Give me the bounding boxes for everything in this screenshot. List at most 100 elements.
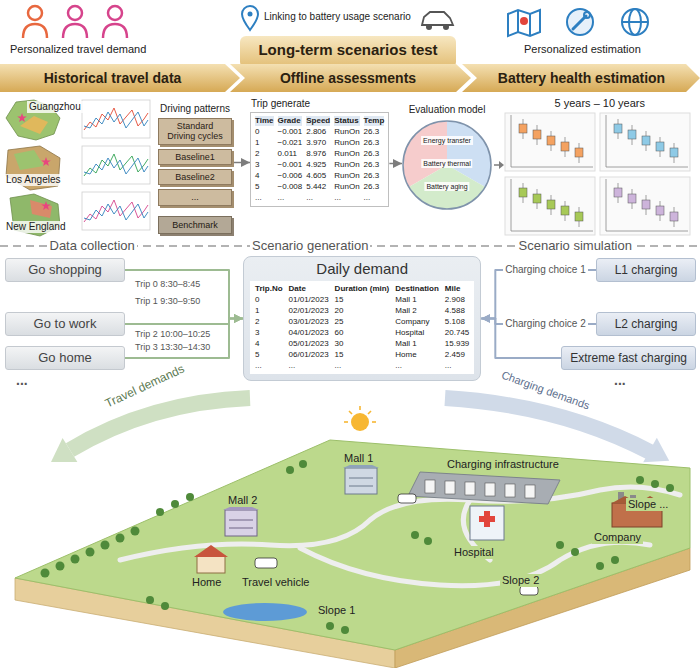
city-name: Los Angeles [4,174,63,186]
sun [344,406,376,422]
table-cell: ... [395,361,439,371]
trip-time: Trip 3 13:30–14:30 [133,342,212,353]
charging-lot [525,485,535,498]
connector [389,163,402,165]
stage-banner [462,64,700,92]
car-icon [422,12,453,30]
table-cell: 4 [255,171,274,181]
box-text: Benchmark [162,220,228,230]
section-caption: Personalized estimation [522,43,643,56]
place-name: Mall 2 [226,494,259,507]
table-cell: 02/01/2023 [289,306,329,316]
sun [344,406,376,431]
table-cell: ... [306,193,330,203]
table-cell: ... [335,361,390,371]
city-map [14,150,44,170]
tree [326,622,334,630]
mall-building [229,528,253,529]
table-cell: 2 [255,149,274,159]
person-icon [63,24,87,38]
car-icon [443,24,449,30]
table-header: Trip.No [255,284,283,294]
person-icon [28,6,42,20]
table-cell: ... [289,361,329,371]
table-cell: RunOn [334,160,359,170]
demand-arrow [445,398,650,452]
tree [146,596,154,604]
place-name: Company [592,531,643,544]
table-cell: 26.3 [364,160,385,170]
tree [596,562,604,570]
table-cell: 0.011 [278,149,303,159]
mall-building [229,520,253,521]
charging-lot [465,482,475,495]
city-map [41,157,51,166]
table-cell: 2.459 [445,350,469,360]
aging-chart [600,113,690,171]
box-text: Historical travel data [44,70,182,86]
section-caption: Personalized travel demand [8,43,148,56]
aging-chart [505,113,690,235]
model-part: Battery thermal [421,159,472,168]
table-cell: Mall 1 [395,339,439,349]
sun [368,411,371,414]
table-cell: −0.001 [278,127,303,137]
table-cell: 15 [335,295,390,305]
connector-label: Charging choice 2 [503,318,588,330]
connector-label: Charging choice 1 [503,264,588,276]
road [300,542,650,586]
table-cell: −0.006 [278,171,303,181]
tree [56,562,65,571]
table-cell: −0.008 [278,182,303,192]
city-name: Guangzhou [27,101,83,113]
table-cell: RunOn [334,127,359,137]
table-cell: RunOn [334,182,359,192]
tree [156,508,164,516]
table-cell: ... [255,193,274,203]
hospital-building [470,506,504,540]
person-icon [63,6,87,38]
table-header: Duration (min) [335,284,390,294]
maintenance-icon [567,9,593,35]
tree [116,534,125,543]
table-cell: 30 [335,339,390,349]
stage-banner [240,36,456,68]
model-part: Energy transfer [421,136,473,145]
map-icon [517,10,519,32]
model-title: Evaluation model [409,104,486,115]
aging-chart [600,177,690,235]
person-icon [103,6,127,38]
charging-lot [505,484,515,497]
aging-chart [505,177,595,235]
mall-building [349,478,373,479]
table-cell: 26.3 [364,171,385,181]
table-cell: 2.806 [306,127,330,137]
table-cell: 3 [255,160,274,170]
flow-arrow [494,161,504,169]
circle-outline [403,121,491,209]
vehicle [255,558,277,568]
table-header: Temp [364,116,385,126]
city-name: New England [4,221,67,233]
table-cell: 0 [255,295,283,305]
city-map [6,100,60,236]
table-cell: 4.588 [445,306,469,316]
table-cell: 5 [255,182,274,192]
pattern-stack: Driving patternsStandard Driving cyclesB… [158,118,232,210]
ellipsis: ... [14,372,30,389]
place-name: Hospital [452,546,496,559]
charging-lot [408,472,560,504]
table-cell: −0.021 [278,138,303,148]
group-title: Driving patterns [160,103,230,114]
table-cell: 4.605 [306,171,330,181]
maintenance-icon [573,16,586,29]
box-text: L2 charging [605,316,687,332]
purpose-box: Go to work [5,312,125,336]
table-cell: 05/01/2023 [289,339,329,349]
box-text: Go home [14,350,116,366]
table-header: Destination [395,284,439,294]
home-building [194,545,228,573]
charging-box: Extreme fast charging [561,346,696,370]
box-text: L1 charging [605,262,687,278]
demand-arrow [643,438,669,462]
